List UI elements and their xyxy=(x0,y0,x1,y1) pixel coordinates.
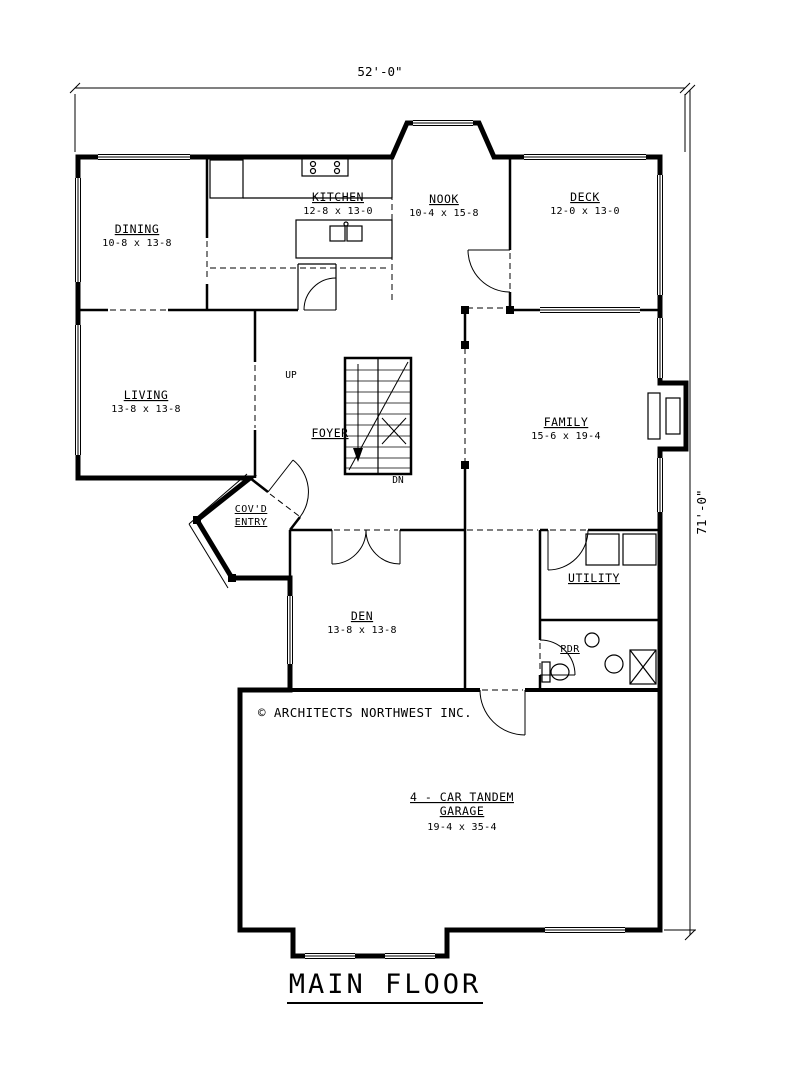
room-label-kitchen: KITCHEN xyxy=(312,190,364,204)
room-dims-family: 15-6 x 19-4 xyxy=(531,431,601,442)
room-dims-living: 13-8 x 13-8 xyxy=(111,404,181,415)
room-dims-kitchen: 12-8 x 13-0 xyxy=(303,206,373,217)
sink-bowl xyxy=(329,225,346,242)
window xyxy=(286,596,294,664)
stair-up-label: UP xyxy=(285,370,297,381)
room-label-den: DEN xyxy=(351,609,373,623)
windows xyxy=(74,119,664,960)
furnace xyxy=(629,649,657,685)
fridge xyxy=(209,159,244,199)
faucet xyxy=(343,221,349,227)
window xyxy=(74,325,82,455)
window xyxy=(656,318,664,378)
window xyxy=(305,952,355,960)
room-dims-den: 13-8 x 13-8 xyxy=(327,625,397,636)
powder-sink xyxy=(584,632,600,648)
room-label-covd-entry-line1: COV'D xyxy=(235,504,268,515)
room-label-covd-entry-line2: ENTRY xyxy=(235,517,268,528)
exterior-walls xyxy=(75,120,689,959)
pantry-closet xyxy=(297,263,337,310)
window xyxy=(74,178,82,282)
plan-title: MAIN FLOOR xyxy=(287,969,483,1004)
window xyxy=(656,458,664,512)
room-label-garage-line2: GARAGE xyxy=(440,804,485,818)
posts xyxy=(193,306,514,582)
stairs xyxy=(343,356,413,476)
page-title: MAIN FLOOR xyxy=(289,969,482,1000)
counter-edge xyxy=(243,157,393,199)
stair-arrow-head xyxy=(353,448,363,462)
dimension-height-label: 71'-0" xyxy=(694,489,709,534)
room-label-living: LIVING xyxy=(124,388,169,402)
room-label-powder: PDR xyxy=(560,644,580,655)
fixtures xyxy=(188,156,681,685)
room-label-utility: UTILITY xyxy=(568,571,620,585)
room-dims-garage: 19-4 x 35-4 xyxy=(427,822,497,833)
copyright-notice: © ARCHITECTS NORTHWEST INC. xyxy=(258,705,472,720)
washer xyxy=(585,533,620,566)
toilet-bowl xyxy=(550,663,570,681)
water-heater xyxy=(604,654,624,674)
dimension-lines xyxy=(69,82,696,941)
window xyxy=(540,306,640,314)
room-dims-dining: 10-8 x 13-8 xyxy=(102,238,172,249)
room-label-family: FAMILY xyxy=(544,415,589,429)
window xyxy=(413,119,473,127)
toilet-tank xyxy=(541,661,551,683)
sink-bowl xyxy=(346,225,363,242)
window xyxy=(524,153,646,161)
dimension-width-label: 52'-0" xyxy=(357,64,402,79)
dryer xyxy=(622,533,657,566)
room-label-dining: DINING xyxy=(115,222,160,236)
window xyxy=(545,926,625,934)
window xyxy=(98,153,190,161)
room-label-deck: DECK xyxy=(570,190,600,204)
range xyxy=(301,156,349,177)
window xyxy=(656,175,664,295)
firebox xyxy=(665,397,681,435)
door-arcs xyxy=(267,249,589,736)
room-label-foyer: FOYER xyxy=(311,426,348,440)
hearth xyxy=(647,392,661,440)
interior-walls xyxy=(78,157,660,692)
room-label-garage-line1: 4 - CAR TANDEM xyxy=(410,790,514,804)
entry-steps xyxy=(188,473,248,589)
room-dims-deck: 12-0 x 13-0 xyxy=(550,206,620,217)
room-labels: DINING 10-8 x 13-8 KITCHEN 12-8 x 13-0 N… xyxy=(102,190,620,833)
room-label-nook: NOOK xyxy=(429,192,459,206)
room-dims-nook: 10-4 x 15-8 xyxy=(409,208,479,219)
window xyxy=(385,952,435,960)
kitchen-island xyxy=(295,219,393,259)
stair-down-label: DN xyxy=(392,475,404,486)
